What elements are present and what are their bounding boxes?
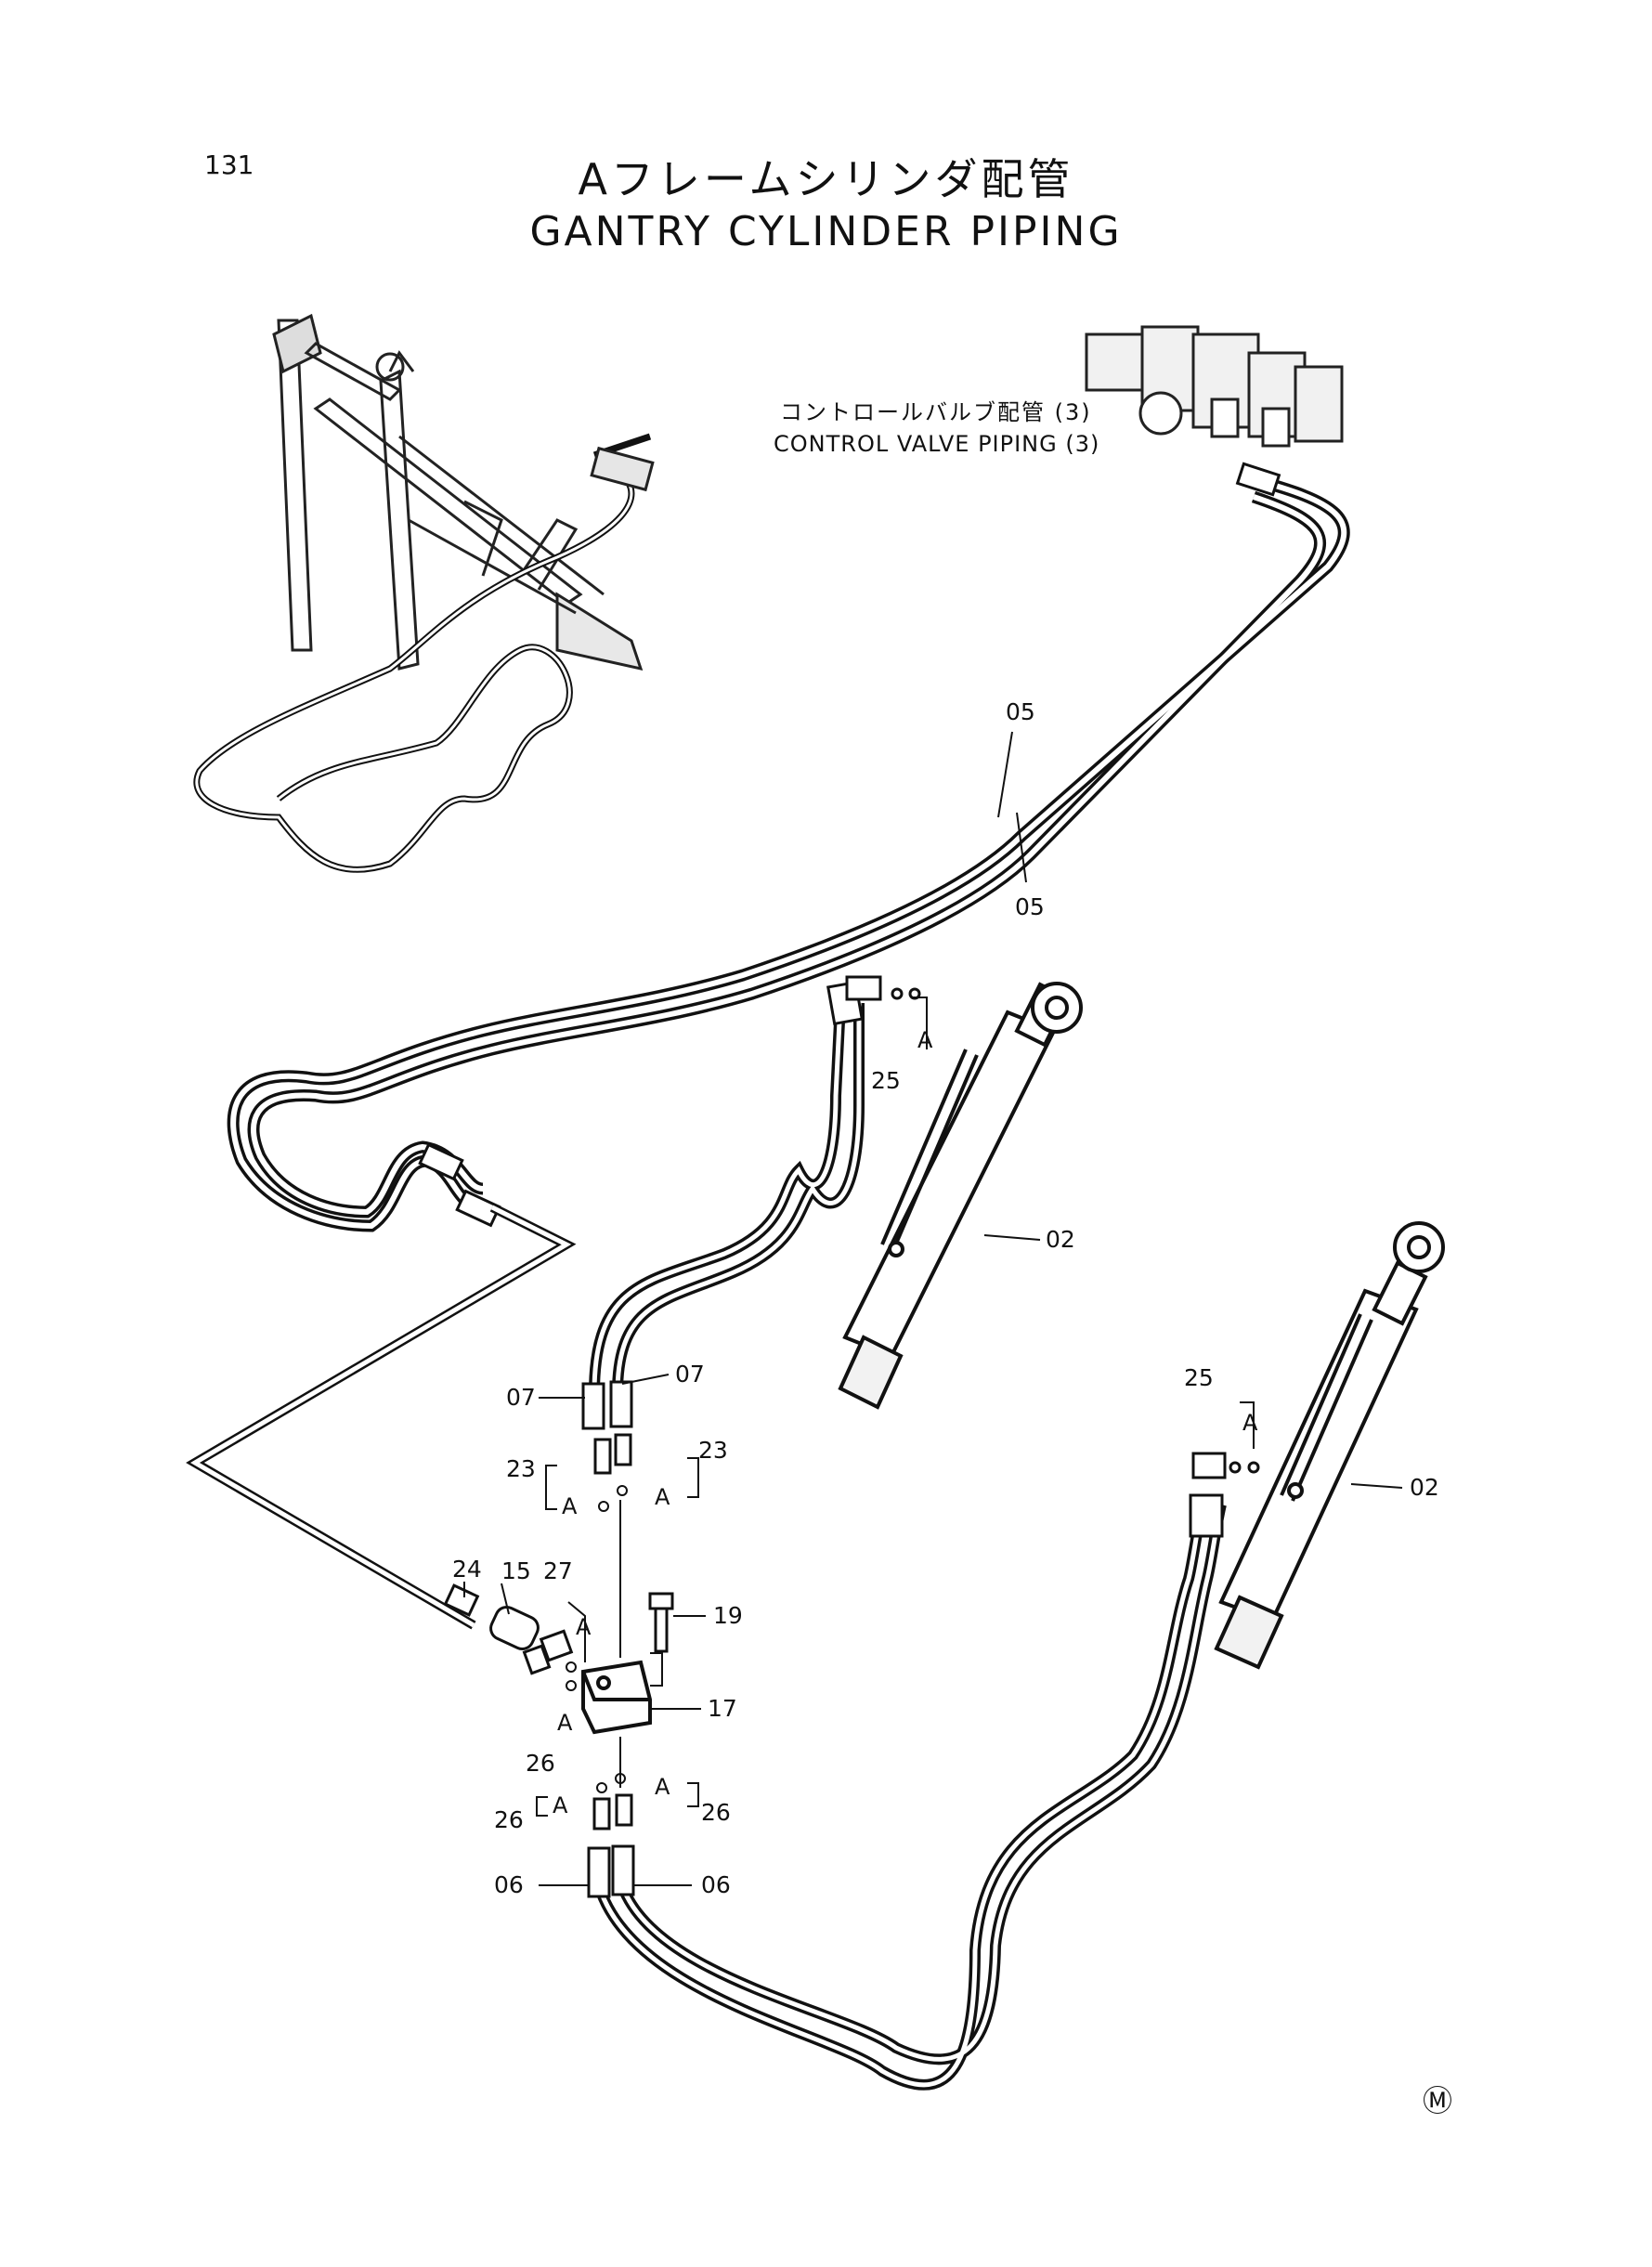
detail-mark-a-6: A xyxy=(557,1710,573,1736)
connection-lines xyxy=(463,731,1403,1886)
callout-15: 15 xyxy=(501,1557,531,1584)
control-valve-illustration xyxy=(1085,325,1344,448)
callout-06-left: 06 xyxy=(494,1871,524,1898)
callout-labels: 05 05 25 25 02 02 07 07 23 23 24 15 27 1… xyxy=(452,698,1439,1898)
callout-27: 27 xyxy=(543,1557,573,1584)
overview-hose-route-inner xyxy=(195,463,633,871)
callout-02-upper: 02 xyxy=(1046,1226,1075,1253)
gantry-cylinder-upper xyxy=(838,982,1083,1410)
detail-mark-a-7: A xyxy=(553,1792,568,1818)
detail-mark-a-2: A xyxy=(1242,1410,1258,1436)
callout-07-left: 07 xyxy=(506,1384,536,1411)
hose-06 xyxy=(593,1503,1227,2091)
callout-24: 24 xyxy=(452,1556,482,1583)
callout-05-lower: 05 xyxy=(1015,893,1045,920)
gantry-frame-illustration xyxy=(272,313,644,671)
bolt-19 xyxy=(648,1592,674,1653)
manifold-block-17 xyxy=(581,1660,652,1735)
elbow-25-upper xyxy=(845,975,921,1001)
callout-23-right: 23 xyxy=(698,1437,728,1464)
elbow-25-lower xyxy=(1191,1452,1260,1479)
callout-26-block: 26 xyxy=(526,1750,555,1777)
hose-05-inner xyxy=(230,476,1347,1230)
callout-23-left: 23 xyxy=(506,1455,536,1482)
page-number: 131 xyxy=(204,150,254,180)
fittings-26 xyxy=(522,1644,633,1831)
fittings-23 xyxy=(593,1433,632,1475)
detail-mark-a-4: A xyxy=(655,1484,670,1510)
hose-06-fittings xyxy=(587,1493,1224,1898)
hose-07-inner xyxy=(592,1002,862,1394)
callout-05-upper: 05 xyxy=(1006,698,1035,725)
detail-mark-a-3: A xyxy=(562,1493,578,1519)
fitting-27 xyxy=(539,1629,574,1662)
gantry-cylinder-lower xyxy=(1214,1221,1445,1670)
reference-japanese: コントロールバルブ配管 (3) xyxy=(780,399,1092,425)
hose-06-inner xyxy=(596,1504,1224,2088)
detail-mark-a-8: A xyxy=(655,1774,670,1800)
title-japanese: Aフレームシリンダ配管 xyxy=(578,154,1074,204)
reference-english: CONTROL VALVE PIPING (3) xyxy=(774,431,1100,457)
detail-mark-a-5: A xyxy=(576,1614,592,1640)
detail-a-marks: A A A A A A A A xyxy=(553,1027,1258,1818)
overview-valve xyxy=(590,446,655,492)
callout-19: 19 xyxy=(713,1602,743,1629)
hose-05-end-fittings xyxy=(418,462,1281,1228)
valve-15 xyxy=(489,1605,540,1651)
callout-07-right: 07 xyxy=(675,1361,705,1388)
callout-06-right: 06 xyxy=(701,1871,731,1898)
callout-25-lower: 25 xyxy=(1184,1364,1214,1391)
adapter-24 xyxy=(443,1583,480,1617)
callout-26-right: 26 xyxy=(701,1799,731,1826)
detail-mark-a-1: A xyxy=(917,1027,933,1053)
callout-26-left: 26 xyxy=(494,1806,524,1833)
title-english: GANTRY CYLINDER PIPING xyxy=(529,208,1123,255)
footer-m-symbol: Ⓜ xyxy=(1423,2083,1452,2118)
callout-02-lower: 02 xyxy=(1410,1474,1439,1501)
callout-17: 17 xyxy=(708,1695,737,1722)
callout-25-upper: 25 xyxy=(871,1067,901,1094)
steel-pipe-inner xyxy=(190,1205,572,1628)
